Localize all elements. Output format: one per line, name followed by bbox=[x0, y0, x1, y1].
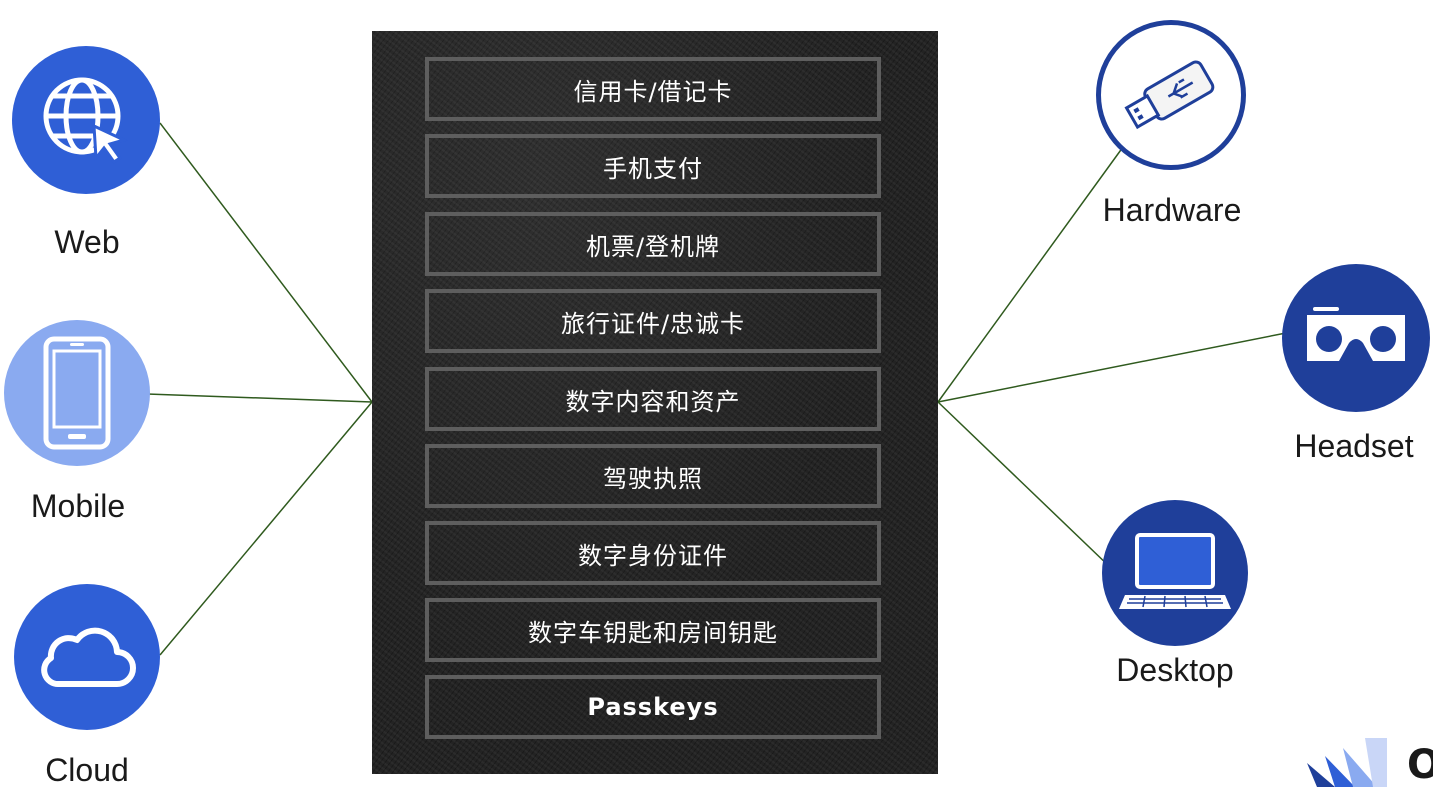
mobile-node bbox=[4, 320, 150, 466]
headset-label: Headset bbox=[1294, 428, 1414, 464]
connector-cloud bbox=[159, 401, 373, 656]
connector-hardware bbox=[937, 146, 1124, 403]
desktop-label: Desktop bbox=[1116, 652, 1234, 688]
connector-mobile bbox=[146, 393, 373, 403]
wallet-item: 数字内容和资产 bbox=[425, 367, 881, 431]
desktop-node bbox=[1102, 500, 1248, 646]
hardware-node bbox=[1096, 20, 1246, 170]
cloud-label: Cloud bbox=[45, 752, 129, 788]
vr-headset-icon bbox=[1307, 307, 1405, 361]
wallet-item: 机票/登机牌 bbox=[425, 212, 881, 276]
wallet-item: 旅行证件/忠诚卡 bbox=[425, 289, 881, 353]
web-label: Web bbox=[54, 224, 120, 260]
cloud-node bbox=[14, 584, 160, 730]
connector-headset bbox=[937, 332, 1287, 403]
headset-node bbox=[1282, 264, 1430, 412]
cloud-icon bbox=[41, 627, 136, 687]
wallet-item: 驾驶执照 bbox=[425, 444, 881, 508]
globe-cursor-icon bbox=[43, 77, 129, 165]
mobile-label: Mobile bbox=[30, 488, 126, 524]
logo-text: O bbox=[1407, 742, 1433, 788]
logo-mark-icon bbox=[1307, 738, 1387, 787]
wallet-item-passkeys: Passkeys bbox=[425, 675, 881, 739]
wallet-item: 手机支付 bbox=[425, 134, 881, 198]
connector-web bbox=[159, 122, 373, 403]
laptop-icon bbox=[1119, 533, 1231, 609]
usb-key-icon bbox=[1124, 60, 1215, 130]
connector-desktop bbox=[937, 401, 1113, 570]
wallet-item: 数字身份证件 bbox=[425, 521, 881, 585]
hardware-label: Hardware bbox=[1102, 192, 1242, 228]
smartphone-icon bbox=[43, 336, 111, 450]
wallet-item: 数字车钥匙和房间钥匙 bbox=[425, 598, 881, 662]
brand-logo: O bbox=[1295, 738, 1433, 788]
web-node bbox=[12, 46, 160, 194]
wallet-item: 信用卡/借记卡 bbox=[425, 57, 881, 121]
wallet-panel: 信用卡/借记卡 手机支付 机票/登机牌 旅行证件/忠诚卡 数字内容和资产 驾驶执… bbox=[372, 31, 938, 774]
